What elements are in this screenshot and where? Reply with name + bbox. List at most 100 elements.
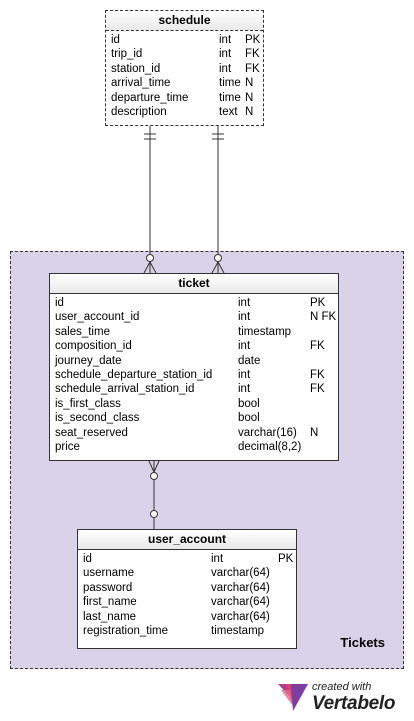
column-name: id [83, 553, 92, 565]
column-type: text [219, 105, 238, 118]
column-name: schedule_departure_station_id [55, 368, 213, 381]
column-key: FK [245, 62, 260, 75]
column-key: FK [310, 383, 325, 396]
column-row[interactable]: id int PK [50, 296, 338, 310]
column-type: int [219, 48, 232, 61]
column-key: PK [278, 553, 294, 565]
column-name: trip_id [111, 48, 143, 61]
column-name: is_first_class [55, 397, 121, 410]
column-row[interactable]: journey_date date [50, 354, 338, 368]
column-row[interactable]: trip_id int FK [106, 47, 263, 61]
column-name: last_name [83, 610, 137, 623]
column-key: FK [310, 340, 325, 353]
column-type: varchar(64) [211, 596, 270, 609]
column-type: date [238, 354, 261, 367]
column-key: FK [310, 368, 325, 381]
column-name: price [55, 440, 80, 453]
column-name: password [83, 581, 133, 594]
column-type: bool [238, 412, 260, 425]
column-row[interactable]: schedule_arrival_station_id int FK [50, 382, 338, 396]
crowfoot-1a [143, 261, 151, 274]
table-user-account-title: user_account [78, 530, 296, 550]
column-key: N [245, 91, 254, 104]
column-name: first_name [83, 596, 137, 609]
column-type: varchar(64) [211, 610, 270, 623]
column-name: seat_reserved [55, 426, 128, 439]
column-type: int [211, 553, 224, 565]
table-schedule-title: schedule [106, 11, 263, 31]
zero-mark-3b [150, 510, 158, 518]
column-key: N [245, 77, 254, 90]
subject-area-label: Tickets [340, 635, 385, 650]
column-type: decimal(8,2) [238, 440, 302, 453]
column-name: user_account_id [55, 311, 140, 324]
column-name: description [111, 105, 167, 118]
column-name: schedule_arrival_station_id [55, 383, 195, 396]
column-type: time [219, 91, 241, 104]
column-type: int [219, 34, 232, 46]
column-name: username [83, 567, 135, 580]
column-row[interactable]: is_second_class bool [50, 411, 338, 425]
column-name: departure_time [111, 91, 189, 104]
column-name: composition_id [55, 340, 132, 353]
column-key: FK [245, 48, 260, 61]
column-type: int [219, 62, 232, 75]
zero-mark-3a [150, 472, 158, 480]
column-row[interactable]: description text N [106, 105, 263, 119]
column-type: int [238, 340, 251, 353]
vertabelo-logo-icon [278, 684, 308, 711]
column-row[interactable]: station_id int FK [106, 62, 263, 76]
column-row[interactable]: last_name varchar(64) [78, 610, 296, 624]
logo-caption: created with [312, 681, 372, 693]
column-row[interactable]: departure_time time N [106, 91, 263, 105]
column-type: varchar(64) [211, 567, 270, 580]
zero-mark-1 [146, 254, 154, 262]
column-row[interactable]: seat_reserved varchar(16) N [50, 426, 338, 440]
column-row[interactable]: id int PK [78, 552, 296, 566]
column-type: int [238, 383, 251, 396]
column-type: timestamp [211, 624, 265, 637]
column-key: PK [310, 297, 326, 309]
column-name: id [55, 297, 64, 309]
column-type: bool [238, 397, 260, 410]
crowfoot-2a [211, 261, 219, 274]
column-key: N [245, 105, 254, 118]
column-name: id [111, 34, 120, 46]
column-row[interactable]: registration_time timestamp [78, 624, 296, 638]
column-key: N FK [310, 311, 337, 324]
column-row[interactable]: user_account_id int N FK [50, 310, 338, 324]
logo-wordmark: Vertabelo [312, 693, 396, 714]
column-type: int [238, 311, 251, 324]
column-type: int [238, 368, 251, 381]
column-name: is_second_class [55, 412, 140, 425]
column-row[interactable]: username varchar(64) [78, 566, 296, 580]
column-row[interactable]: composition_id int FK [50, 339, 338, 353]
zero-mark-2 [214, 254, 222, 262]
crowfoot-3a [148, 460, 155, 473]
column-row[interactable]: first_name varchar(64) [78, 595, 296, 609]
table-ticket-title: ticket [50, 274, 338, 294]
column-key: N [310, 426, 319, 439]
column-name: arrival_time [111, 77, 171, 90]
crowfoot-1b [149, 261, 157, 274]
column-row[interactable]: schedule_departure_station_id int FK [50, 368, 338, 382]
column-row[interactable]: price decimal(8,2) [50, 440, 338, 454]
column-type: int [238, 297, 251, 309]
column-row[interactable]: is_first_class bool [50, 397, 338, 411]
column-name: station_id [111, 62, 161, 75]
column-name: journey_date [55, 354, 122, 367]
column-type: timestamp [238, 325, 292, 338]
column-type: varchar(16) [238, 426, 297, 439]
column-name: registration_time [83, 624, 169, 637]
